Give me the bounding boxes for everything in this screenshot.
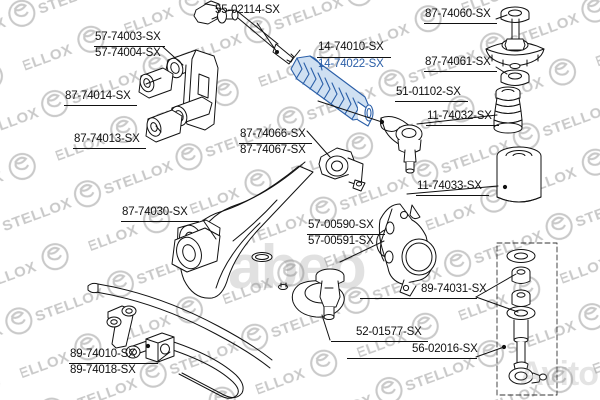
part-bump-stop xyxy=(493,86,523,134)
label-control-arm-57-00591: 57-00591-SX xyxy=(308,235,374,247)
label-link-bush-89-74031: 89-74031-SX xyxy=(421,283,487,295)
label-bellow-11-74033: 11-74033-SX xyxy=(417,180,482,192)
part-arm-bushing-rear xyxy=(318,147,366,192)
leader-lines xyxy=(145,14,519,363)
label-bushing-87-74067: 87-74067-SX xyxy=(240,144,306,156)
label-divider-11-74033 xyxy=(416,195,489,196)
label-bushing-87-74030: 87-74030-SX xyxy=(122,206,188,218)
part-stabilizer-bar xyxy=(87,282,273,399)
part-arm-bushing-front-loose xyxy=(171,227,221,273)
label-divider-arm-bracket xyxy=(94,46,165,47)
label-divider-87-74013 xyxy=(73,148,146,149)
label-arm-bracket-lower: 57-74004-SX xyxy=(95,47,161,59)
label-tie-rod-inner: 55-02114-SX xyxy=(215,4,280,16)
label-bump-stop-11-74032: 11-74032-SX xyxy=(427,110,492,122)
label-bushing-87-74013: 87-74013-SX xyxy=(74,133,140,145)
label-ball-joint-52-01577: 52-01577-SX xyxy=(356,326,422,338)
label-stab-link-56-02016: 56-02016-SX xyxy=(412,343,478,355)
part-outer-tie-rod-end xyxy=(380,116,423,174)
part-steering-knuckle xyxy=(376,203,437,297)
label-divider-51-01102 xyxy=(395,101,468,102)
label-divider-87-74061 xyxy=(424,71,497,72)
label-divider-boot xyxy=(317,57,391,58)
label-boot-14-74010: 14-74010-SX xyxy=(318,41,384,53)
label-divider-89-74031 xyxy=(360,298,477,299)
avito-watermark: Avito xyxy=(519,355,599,393)
label-strut-mount-87-74060: 87-74060-SX xyxy=(425,8,491,20)
part-bushing-lower xyxy=(145,109,183,143)
label-boot-14-74022: 14-74022-SX xyxy=(318,58,384,70)
part-bushing-upper xyxy=(138,67,174,99)
label-divider-stab-bush xyxy=(69,363,158,364)
label-stab-bush-89-74018: 89-74018-SX xyxy=(70,364,136,376)
part-strut-mount xyxy=(485,6,545,86)
part-dust-bellow xyxy=(496,146,542,203)
label-control-arm-57-00590: 57-00590-SX xyxy=(308,219,374,231)
part-inner-tie-rod xyxy=(193,0,295,65)
label-divider-56-02016 xyxy=(347,358,477,359)
label-tie-rod-end-51-01102: 51-01102-SX xyxy=(396,86,461,98)
label-bushing-87-74066: 87-74066-SX xyxy=(240,128,306,140)
part-steering-boot xyxy=(290,55,374,127)
label-divider-52-01577 xyxy=(331,341,428,342)
part-ball-joint xyxy=(315,268,345,320)
label-divider-87-74066 xyxy=(239,143,312,144)
part-stabilizer-link-assembly xyxy=(496,242,558,396)
label-arm-bracket-upper: 57-74003-SX xyxy=(95,31,161,43)
label-divider-87-74060 xyxy=(424,23,497,24)
label-divider-57-00590 xyxy=(307,234,385,235)
label-divider-87-74014 xyxy=(64,105,137,106)
label-strut-mount-87-74061: 87-74061-SX xyxy=(425,56,491,68)
label-stab-bush-89-74010: 89-74010-SX xyxy=(70,348,136,360)
label-bushing-87-74014: 87-74014-SX xyxy=(65,90,131,102)
label-divider-87-74030 xyxy=(121,221,199,222)
label-divider-11-74032 xyxy=(426,125,499,126)
